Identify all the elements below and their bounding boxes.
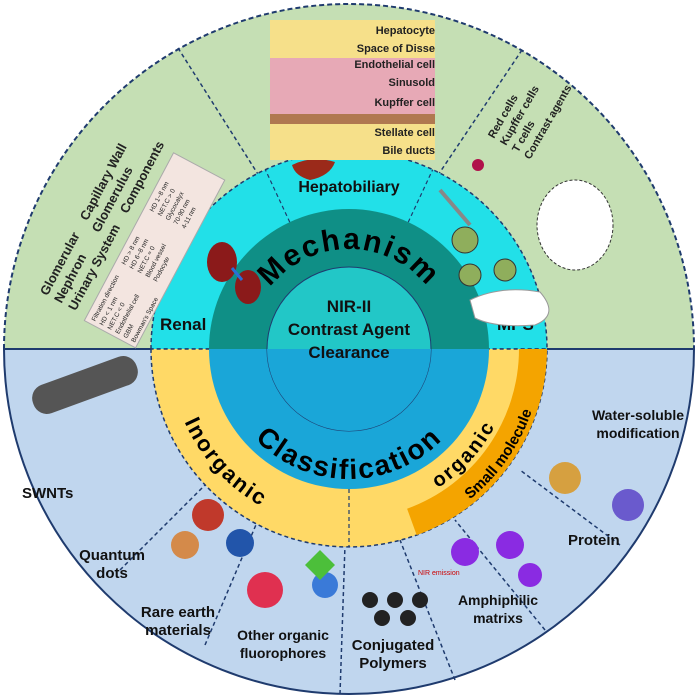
macrophage-icon xyxy=(451,226,517,287)
center-lower-half xyxy=(267,349,431,431)
ring-dividers xyxy=(264,169,434,547)
liver-panel: Hepatocyte Space of Disse Endothelial ce… xyxy=(270,20,435,160)
svg-text:fluorophores: fluorophores xyxy=(240,645,327,661)
renal-label: Renal xyxy=(160,315,206,334)
svg-text:Other organic: Other organic xyxy=(237,627,329,643)
other-organic-panel: Other organic fluorophores xyxy=(237,550,338,661)
water-soluble-panel: Water-soluble modification xyxy=(592,407,684,441)
svg-text:modification: modification xyxy=(596,425,679,441)
svg-text:Bile ducts: Bile ducts xyxy=(382,145,435,157)
svg-text:Space of Disse: Space of Disse xyxy=(357,43,435,55)
svg-text:Protein: Protein xyxy=(568,532,620,549)
small-molecule-band xyxy=(407,349,547,536)
mouse-icon xyxy=(469,289,550,327)
svg-text:NIR emission: NIR emission xyxy=(418,570,460,577)
red-cell-icon xyxy=(472,159,484,171)
svg-text:Kupffer cell: Kupffer cell xyxy=(374,97,435,109)
center-line-1: NIR-II xyxy=(327,297,371,316)
svg-text:SWNTs: SWNTs xyxy=(22,485,73,502)
svg-text:Water-soluble: Water-soluble xyxy=(592,407,684,423)
syringe-icon xyxy=(438,188,472,227)
hepatobiliary-label: Hepatobiliary xyxy=(298,179,399,196)
amphiphilic-panel: Amphiphilic matrixs xyxy=(451,531,542,626)
filtration-diagram xyxy=(83,152,226,349)
center-line-2: Contrast Agent xyxy=(288,320,410,339)
protein-panel: Protein xyxy=(549,462,644,549)
svg-text:dots: dots xyxy=(96,565,128,582)
kidney-icon xyxy=(207,242,261,304)
svg-text:Amphiphilic: Amphiphilic xyxy=(458,592,538,608)
center-line-3: Clearance xyxy=(308,343,389,362)
svg-text:Quantum: Quantum xyxy=(79,547,145,564)
conjugated-polymers-panel: NIR emission Conjugated Polymers xyxy=(352,570,460,672)
svg-text:Sinusold: Sinusold xyxy=(389,77,435,89)
svg-text:Stellate cell: Stellate cell xyxy=(374,127,435,139)
svg-text:Conjugated: Conjugated xyxy=(352,637,435,654)
nanotube-icon xyxy=(32,356,138,414)
svg-text:Hepatocyte: Hepatocyte xyxy=(376,25,435,37)
svg-text:materials: materials xyxy=(145,622,211,639)
svg-text:matrixs: matrixs xyxy=(473,610,523,626)
svg-text:Endothelial cell: Endothelial cell xyxy=(354,59,435,71)
swnts-panel: SWNTs xyxy=(22,356,138,502)
renal-panel: Urinary System Components Nephron Glomer… xyxy=(37,139,226,349)
svg-text:Rare earth: Rare earth xyxy=(141,604,215,621)
liver-icon xyxy=(292,159,335,180)
quantum-dots-panel: Quantum dots xyxy=(79,547,145,582)
rare-earth-panel: Rare earth materials xyxy=(141,499,254,639)
svg-text:Polymers: Polymers xyxy=(359,655,427,672)
